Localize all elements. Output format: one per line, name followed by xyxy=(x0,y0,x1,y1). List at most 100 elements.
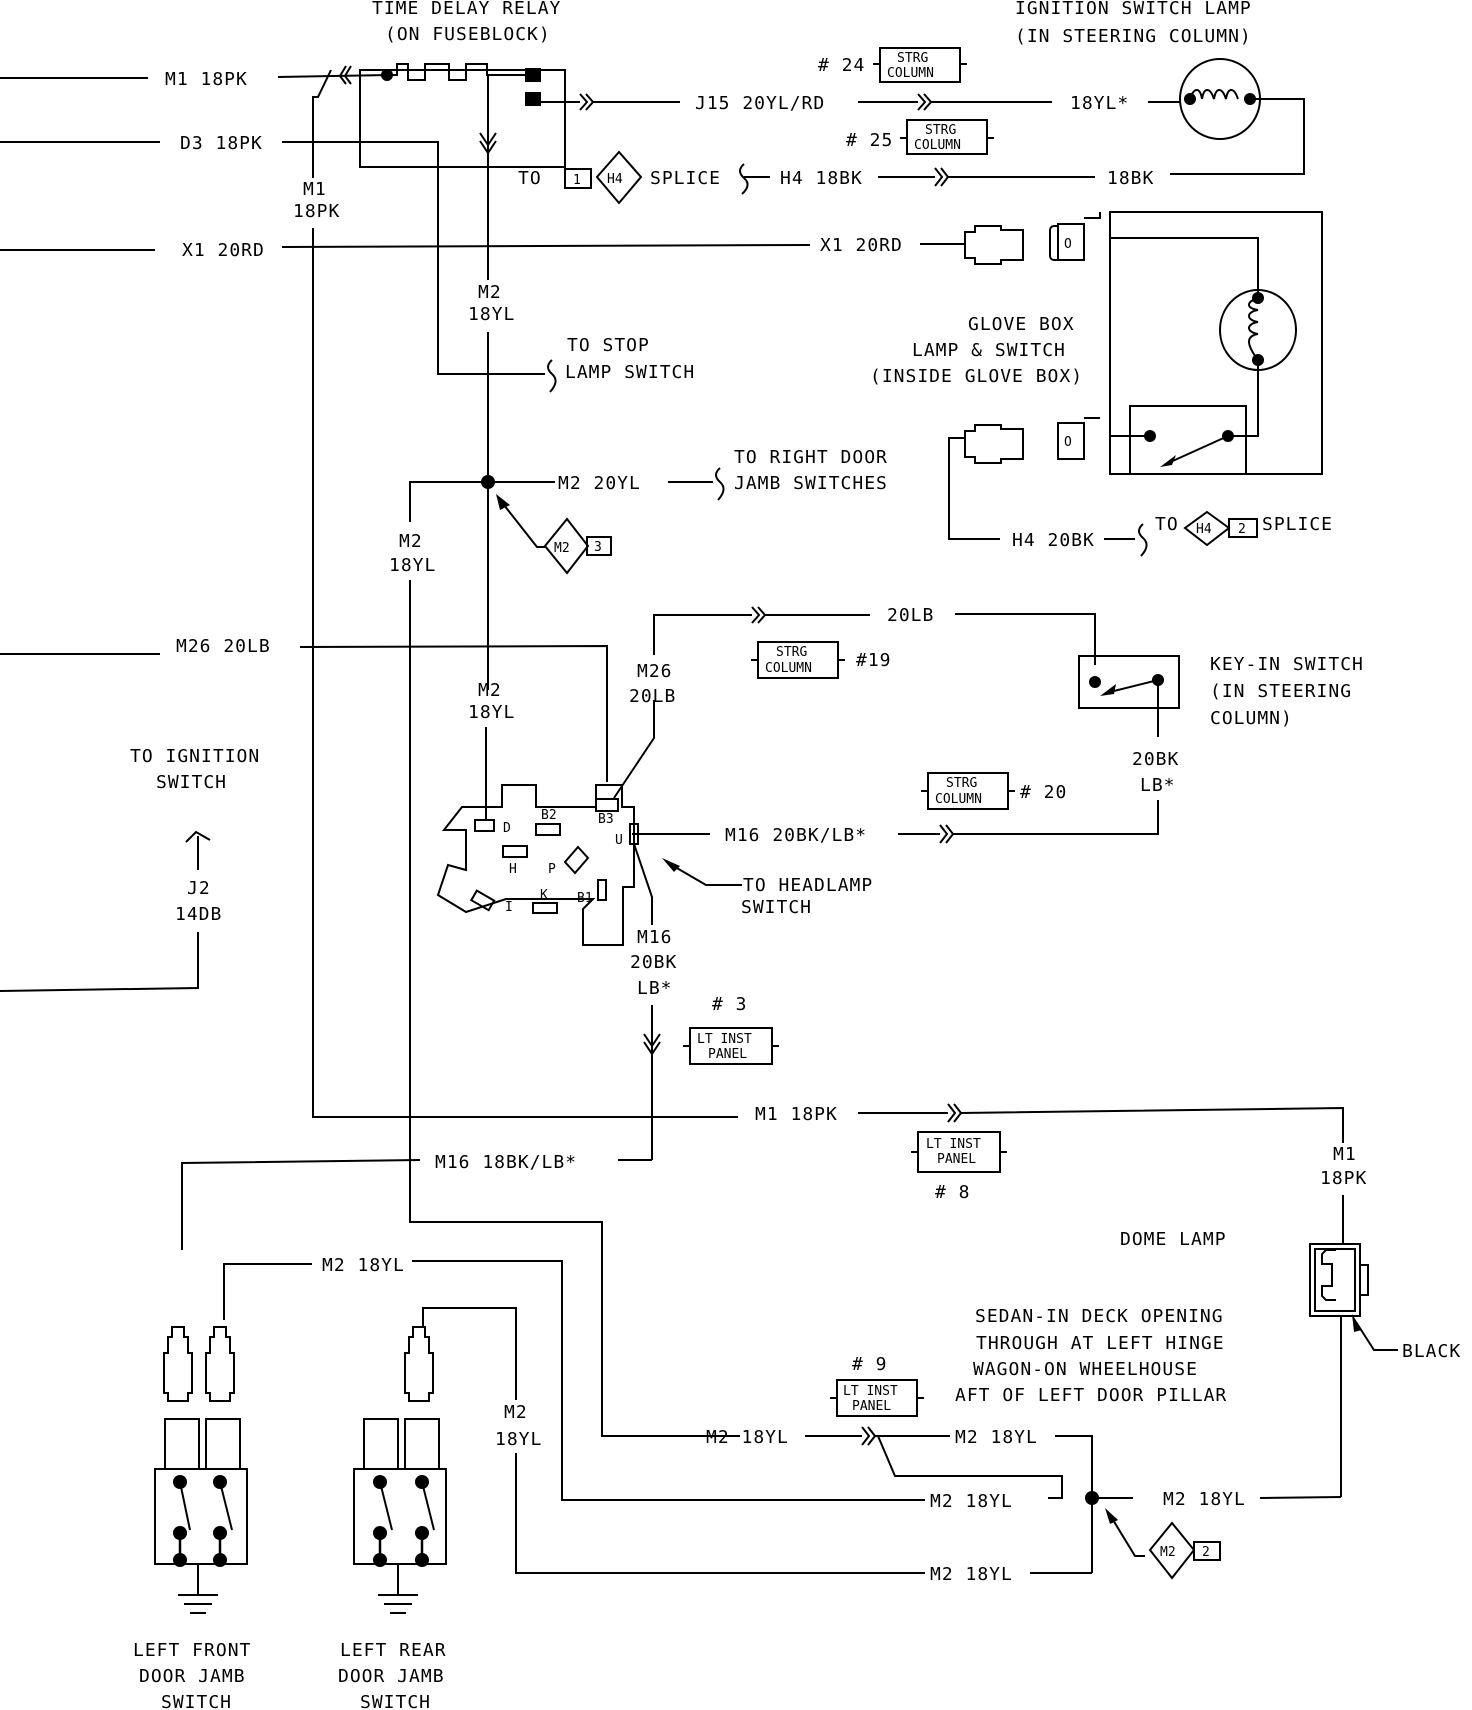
dome-lamp: DOME LAMP BLACK xyxy=(1120,1229,1460,1497)
pin-i xyxy=(469,889,496,912)
pin-k xyxy=(532,902,558,914)
component-title: LEFT REAR xyxy=(340,1640,447,1661)
connector-label: STRG xyxy=(897,51,928,66)
wire-label: M2 20YL xyxy=(558,473,641,494)
key-in-switch: KEY-IN SWITCH (IN STEERING COLUMN) 20BK … xyxy=(968,654,1364,835)
wire-label: 20LB xyxy=(887,605,934,626)
wire-label: M1 18PK xyxy=(165,69,248,90)
wire-label: M2 18YL xyxy=(1163,1489,1246,1510)
connector-label: LT INST xyxy=(697,1032,752,1047)
splice-diamond-icon xyxy=(1148,1521,1196,1580)
connector-strg-column-24: # 24 STRG COLUMN xyxy=(818,47,967,83)
connector-arrow-icon xyxy=(751,606,761,624)
wire-m1-18pk-top: M1 18PK xyxy=(0,65,388,178)
terminal-glyph: O xyxy=(1064,237,1072,252)
connector-label: STRG xyxy=(946,776,977,791)
splice-number: 2 xyxy=(1238,522,1246,537)
component-title: LEFT FRONT xyxy=(133,1640,251,1661)
connector-number: # 24 xyxy=(818,55,865,76)
wire-label: J15 20YL/RD xyxy=(695,93,825,114)
connector-label: STRG xyxy=(925,123,956,138)
wire-label: M1 18PK xyxy=(755,1104,838,1125)
callout-arrow xyxy=(499,499,545,548)
connector-label: COLUMN xyxy=(914,138,961,153)
component-title: SWITCH xyxy=(360,1692,431,1710)
connector-number: #19 xyxy=(856,650,892,671)
glove-box-switch xyxy=(1129,405,1247,475)
pin-label: P xyxy=(548,862,556,877)
relay-contact-1 xyxy=(525,68,541,82)
connector-lt-inst-panel-8: LT INST PANEL # 8 xyxy=(911,1131,1007,1203)
wire-label: M2 xyxy=(478,680,502,701)
wire-label: H4 18BK xyxy=(780,168,863,189)
connector-label: PANEL xyxy=(708,1047,747,1062)
switch-body xyxy=(353,1468,447,1565)
wire-label: 18YL* xyxy=(1070,93,1129,114)
pin-p xyxy=(563,845,590,875)
wire-j2-14db: TO IGNITION SWITCH J2 14DB xyxy=(0,746,259,992)
glove-box-lamp-switch: GLOVE BOX LAMP & SWITCH (INSIDE GLOVE BO… xyxy=(870,211,1333,557)
wire-m1-18pk-bottom: M1 18PK M1 18PK xyxy=(755,1103,1366,1244)
wire-plug-icon xyxy=(205,1326,235,1402)
destination-label: TO RIGHT DOOR xyxy=(734,447,888,468)
switch-body xyxy=(154,1468,248,1565)
wire-label: M2 18YL xyxy=(930,1491,1013,1512)
splice-word: SPLICE xyxy=(650,168,721,189)
time-delay-relay: TIME DELAY RELAY (ON FUSEBLOCK) xyxy=(359,0,566,168)
lamp-filament-icon xyxy=(1248,297,1259,361)
connector-arrow-icon xyxy=(343,65,352,85)
wire-m1-vertical xyxy=(312,228,738,1118)
connector-arrow-icon xyxy=(479,132,497,147)
pin-label: H xyxy=(509,862,517,877)
connector-label: PANEL xyxy=(937,1152,976,1167)
note-line: THROUGH AT LEFT HINGE xyxy=(976,1333,1225,1354)
wire-j15: J15 20YL/RD 18YL* xyxy=(541,93,1180,114)
wire-m26-20lb: M26 20LB xyxy=(0,636,608,782)
wire-label: X1 20RD xyxy=(182,240,265,261)
pin-label: B3 xyxy=(598,812,614,827)
headlamp-switch-connector: D B2 B3 U H P I K B1 xyxy=(436,784,653,946)
connector-label: COLUMN xyxy=(935,792,982,807)
connector-arrow-icon xyxy=(861,1426,871,1446)
wire-label: 18BK xyxy=(1107,168,1154,189)
splice-to-label: TO xyxy=(1155,514,1179,535)
component-title: LAMP & SWITCH xyxy=(912,340,1066,361)
relay-heater-coil-icon xyxy=(387,63,527,81)
destination-stop-lamp-switch: TO STOP LAMP SWITCH xyxy=(565,335,695,383)
wire-label: 20BK xyxy=(1132,749,1179,770)
pin-label: K xyxy=(540,888,548,903)
connector-lt-inst-panel-3: # 3 LT INST PANEL xyxy=(683,994,779,1065)
wire-label: M2 xyxy=(399,531,423,552)
wire-label: M2 18YL xyxy=(955,1427,1038,1448)
relay-title: TIME DELAY RELAY xyxy=(372,0,561,19)
destination-label: LAMP SWITCH xyxy=(565,362,695,383)
wire-label: M26 xyxy=(637,661,673,682)
connector-number: # 9 xyxy=(852,1354,888,1375)
component-subtitle: (INSIDE GLOVE BOX) xyxy=(870,366,1083,387)
wire-label: 20BK xyxy=(630,952,677,973)
note-line: AFT OF LEFT DOOR PILLAR xyxy=(955,1385,1227,1406)
wire-h4-18bk: TO 1 H4 SPLICE H4 18BK 18BK xyxy=(518,150,1154,205)
wire-label: M1 xyxy=(303,179,327,200)
connector-label: LT INST xyxy=(843,1384,898,1399)
pin-b2 xyxy=(535,823,561,836)
wire-m2-18yl-front: M2 18YL xyxy=(223,1255,404,1320)
relay-contact-2 xyxy=(525,92,541,106)
wire-label: 18YL xyxy=(389,555,436,576)
wire-label: M16 20BK/LB* xyxy=(725,825,867,846)
pin-d xyxy=(474,819,495,832)
component-title: KEY-IN SWITCH xyxy=(1210,654,1364,675)
note-line: WAGON-ON WHEELHOUSE xyxy=(973,1359,1198,1380)
connector-label: COLUMN xyxy=(887,66,934,81)
splice-to-label: TO xyxy=(518,168,542,189)
splice-word: SPLICE xyxy=(1262,514,1333,535)
continuation-icon xyxy=(547,359,557,393)
splice-number: 1 xyxy=(573,173,581,188)
wire-m2-18yl-lower: M2 18YL M2 18YL M2 18YL M2 18YL M2 18YL … xyxy=(412,1260,1342,1585)
ignition-switch-lamp: IGNITION SWITCH LAMP (IN STEERING COLUMN… xyxy=(1015,0,1305,175)
connector-label: STRG xyxy=(776,645,807,660)
left-rear-door-jamb-switch: LEFT REAR DOOR JAMB SWITCH xyxy=(338,1326,447,1710)
splice-name: M2 xyxy=(1160,1545,1176,1560)
wire-label: 18YL xyxy=(468,702,515,723)
